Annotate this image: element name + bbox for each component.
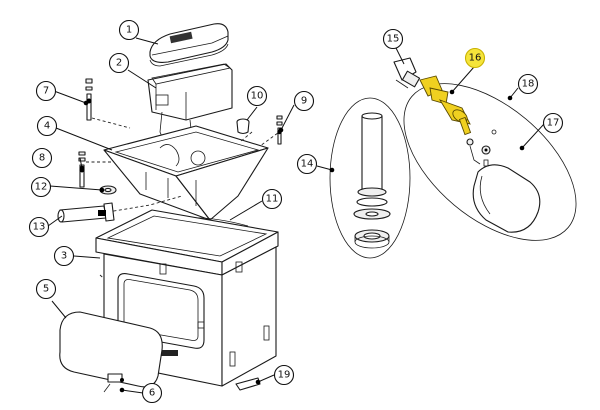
svg-text:14: 14: [301, 159, 314, 170]
callout-16-highlight-circle: [464, 47, 486, 69]
svg-text:17: 17: [547, 118, 560, 129]
svg-text:9: 9: [301, 96, 307, 107]
callout-6[interactable]: 6: [141, 382, 163, 404]
part-13-pipe[interactable]: [57, 202, 115, 223]
svg-text:19: 19: [278, 370, 291, 381]
callout-bubbles: 1 2 3 4 5 6 7 8 9 10 11 12 13 14 15 16 1…: [28, 19, 564, 404]
svg-text:1: 1: [126, 25, 132, 36]
callout-leader-dots: [79, 89, 525, 393]
part-7-bolt[interactable]: [85, 78, 93, 121]
callout-3[interactable]: 3: [53, 245, 75, 267]
part-1-lid[interactable]: [149, 23, 229, 67]
callout-2[interactable]: 2: [108, 52, 130, 74]
part-17-float-ball[interactable]: [466, 129, 541, 233]
callout-leader-lines: [47, 37, 545, 394]
callout-1[interactable]: 1: [118, 19, 140, 41]
part-2-bowl-insert[interactable]: [147, 63, 233, 151]
callout-15[interactable]: 15: [382, 28, 404, 50]
callout-14[interactable]: 14: [296, 153, 318, 175]
part-4-tray[interactable]: [103, 125, 269, 221]
svg-text:7: 7: [43, 86, 49, 97]
part-6-latch[interactable]: [103, 373, 124, 393]
svg-text:6: 6: [149, 388, 155, 399]
callout-4[interactable]: 4: [36, 115, 58, 137]
svg-text:3: 3: [61, 251, 67, 262]
svg-text:12: 12: [35, 182, 48, 193]
callout-5[interactable]: 5: [35, 278, 57, 300]
callout-13[interactable]: 13: [28, 216, 50, 238]
callout-17[interactable]: 17: [542, 112, 564, 134]
svg-text:10: 10: [251, 91, 264, 102]
part-9-bolt[interactable]: [276, 115, 283, 145]
callout-10[interactable]: 10: [246, 85, 268, 107]
callout-8[interactable]: 8: [31, 147, 53, 169]
svg-text:15: 15: [387, 34, 400, 45]
part-5-front-panel[interactable]: [59, 311, 163, 388]
svg-text:2: 2: [116, 58, 122, 69]
svg-text:5: 5: [43, 284, 49, 295]
svg-text:4: 4: [44, 121, 50, 132]
callout-11[interactable]: 11: [261, 188, 283, 210]
svg-text:8: 8: [39, 153, 45, 164]
part-18-float-assembly[interactable]: [376, 54, 600, 271]
part-15-valve-body[interactable]: [393, 57, 421, 89]
callout-19[interactable]: 19: [273, 364, 295, 386]
part-16-valve-highlighted[interactable]: [419, 75, 472, 136]
svg-text:13: 13: [33, 222, 46, 233]
callout-9[interactable]: 9: [293, 90, 315, 112]
callout-18[interactable]: 18: [517, 73, 539, 95]
svg-text:18: 18: [522, 79, 535, 90]
svg-text:16: 16: [469, 53, 482, 64]
part-14-standpipe-assembly[interactable]: [329, 97, 411, 259]
callout-7[interactable]: 7: [35, 80, 57, 102]
svg-text:11: 11: [266, 194, 279, 205]
part-19-clip[interactable]: [235, 377, 261, 391]
callout-16-highlighted[interactable]: 16: [464, 47, 486, 69]
part-10-grommet[interactable]: [236, 118, 250, 135]
callout-12[interactable]: 12: [30, 176, 52, 198]
